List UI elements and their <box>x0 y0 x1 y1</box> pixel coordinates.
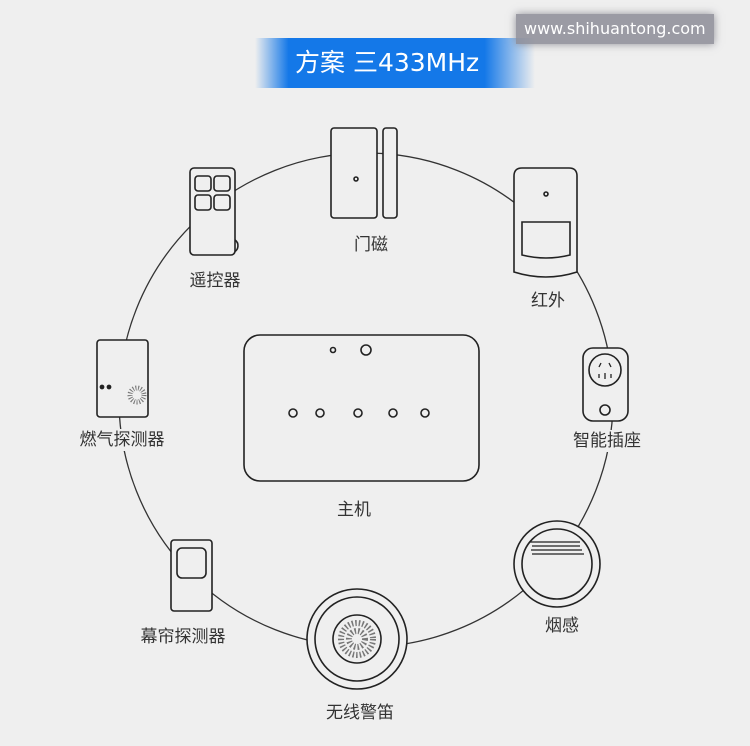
gas-detector-icon <box>96 339 149 418</box>
remote-control-icon <box>189 167 239 256</box>
pir-sensor-icon <box>513 167 578 278</box>
title-banner <box>255 38 535 88</box>
curtain-detector-icon <box>170 539 213 612</box>
hub-icon <box>243 334 480 482</box>
watermark: www.shihuantong.com <box>516 14 714 44</box>
device-label-door-sensor: 门磁 <box>351 234 391 256</box>
page-title: 方案 三433MHz <box>295 48 480 77</box>
hub-label: 主机 <box>334 499 374 521</box>
device-label-pir: 红外 <box>528 290 568 312</box>
door-sensor-icon <box>330 127 398 219</box>
device-label-smart-plug: 智能插座 <box>570 430 644 452</box>
device-label-curtain: 幕帘探测器 <box>137 626 229 648</box>
device-label-siren: 无线警笛 <box>323 702 397 724</box>
smart-plug-icon <box>582 347 629 422</box>
device-label-smoke: 烟感 <box>542 615 582 637</box>
device-label-remote: 遥控器 <box>186 270 244 292</box>
device-label-gas: 燃气探测器 <box>76 429 168 451</box>
smoke-detector-icon <box>513 520 601 608</box>
siren-icon <box>306 588 408 690</box>
